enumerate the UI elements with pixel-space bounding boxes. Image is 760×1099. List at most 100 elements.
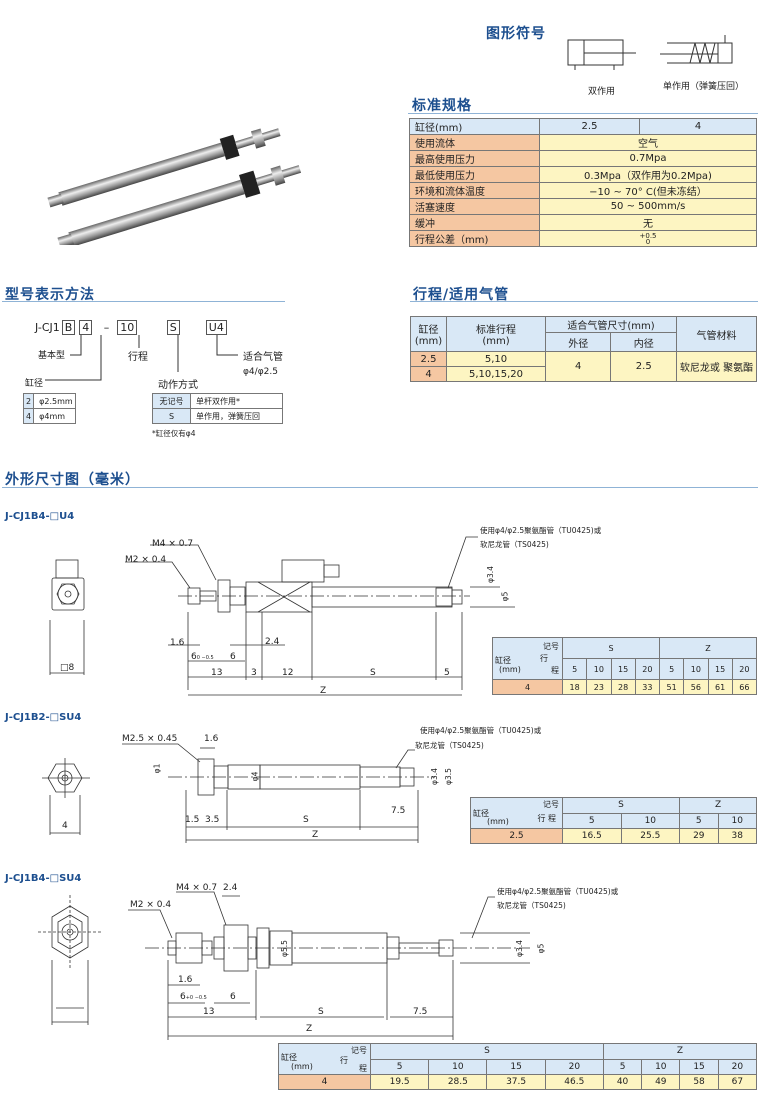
cell: 行 — [540, 653, 548, 663]
cell: 58 — [679, 1074, 719, 1090]
cell: 23 — [586, 679, 612, 695]
table-row: 使用流体空气 — [409, 134, 757, 151]
cell: 软尼龙或 聚氨酯 — [676, 351, 757, 382]
basic-type-label: 基本型 — [38, 351, 66, 361]
label: M4 × 0.7 — [152, 539, 194, 549]
label: Z — [312, 830, 319, 840]
cell: −10 ~ 70° C(但未冻结） — [539, 182, 757, 199]
label: φ1 — [152, 763, 162, 774]
drawing1-title: J-CJ1B4-□U4 — [5, 511, 75, 522]
product-photo — [35, 105, 305, 245]
double-acting-label: 双作用 — [588, 87, 616, 97]
cell: 4 — [639, 118, 757, 135]
cell: 37.5 — [486, 1074, 546, 1090]
cell: 程 — [359, 1064, 367, 1073]
cell: 10 — [117, 320, 138, 335]
cell: 2.5 — [410, 351, 447, 367]
label: M2 × 0.4 — [130, 900, 172, 910]
cell: 46.5 — [544, 1074, 604, 1090]
cell: 51 — [658, 679, 685, 695]
tube-label: 适合气管 — [243, 352, 283, 363]
label: M2 × 0.4 — [125, 555, 167, 565]
cell: 记号 — [351, 1046, 367, 1055]
cell: B — [61, 320, 76, 335]
label: φ5 — [536, 943, 546, 954]
cell: 4 — [544, 351, 612, 382]
cell: 0 — [645, 237, 651, 246]
cell: φ2.5mm — [33, 393, 76, 409]
label: 13 — [211, 668, 223, 678]
cell: 外径 — [544, 332, 612, 352]
cell: 单杆双作用* — [190, 393, 283, 409]
cell: 0.7Mpa — [539, 150, 757, 167]
label: S — [370, 668, 376, 678]
cell: 5 — [679, 812, 719, 829]
cell: (mm) — [482, 336, 510, 347]
label: 6+0 −0.5 — [180, 992, 207, 1002]
cell: 19.5 — [369, 1074, 430, 1090]
cell: 20 — [544, 1058, 604, 1075]
cell: 6 — [180, 992, 186, 1002]
cell: 程 — [551, 665, 559, 675]
cell: 无 — [539, 214, 757, 231]
action-label: 动作方式 — [158, 380, 198, 391]
cell: (mm) — [487, 817, 509, 826]
cell: 缸径 — [473, 809, 489, 818]
symbols-heading: 图形符号 — [486, 26, 546, 42]
bore-note: *缸径仅有φ4 — [152, 429, 196, 438]
label: 7.5 — [413, 1007, 428, 1017]
cell: 15 — [707, 658, 733, 680]
tube-sizes: φ4/φ2.5 — [243, 367, 278, 377]
label: M4 × 0.7 — [176, 883, 218, 893]
cell: 4 — [79, 320, 93, 335]
cell: 25.5 — [620, 828, 681, 844]
cell: 38 — [717, 828, 758, 844]
tube-note: 使用φ4/φ2.5聚氨酯管（TU0425)或 — [497, 887, 619, 896]
cell: 气管材料 — [676, 316, 757, 352]
label: □8 — [60, 663, 75, 673]
label: 6 — [230, 992, 236, 1002]
label: 1.5 — [185, 815, 200, 825]
label: 5 — [444, 668, 450, 678]
cell: 10 — [717, 812, 758, 829]
stroke-label: 行程 — [128, 352, 148, 363]
cell: +0.5 — [639, 231, 657, 240]
cell: 5 — [369, 1058, 430, 1075]
cell: (mm) — [414, 336, 443, 347]
cell: 5 — [562, 812, 622, 829]
cell: 5 — [602, 1058, 643, 1075]
cell: 适合气管尺寸(mm) — [545, 316, 677, 333]
label: Z — [320, 686, 327, 696]
cell: S — [561, 797, 681, 814]
cell: 4 — [410, 366, 447, 382]
cell: 67 — [717, 1074, 758, 1090]
cell: 最高使用压力 — [409, 150, 540, 167]
cell: 56 — [683, 679, 709, 695]
cell: S — [152, 408, 191, 424]
cell: 10 — [428, 1058, 488, 1075]
cell: 5,10,15,20 — [446, 366, 546, 382]
cell: 20 — [634, 658, 661, 680]
stroke-heading: 行程/适用气管 — [413, 287, 510, 303]
cell: 活塞速度 — [409, 198, 540, 215]
label: φ3.4 — [485, 566, 495, 583]
cell: 5,10 — [446, 351, 546, 367]
cell: 10 — [620, 812, 681, 829]
cell: 缸径(mm) — [409, 118, 540, 135]
cell: 20 — [717, 1058, 758, 1075]
label: φ3.4 — [514, 940, 524, 957]
spec-heading: 标准规格 — [412, 98, 472, 114]
label: S — [318, 1007, 324, 1017]
cell: 5 — [658, 658, 685, 680]
cell: 15 — [486, 1058, 546, 1075]
cell: (mm) — [291, 1062, 313, 1071]
label: 12 — [282, 668, 294, 678]
cell: 缸径 — [495, 655, 511, 665]
cell: 28 — [610, 679, 636, 695]
label: 60 −0.5 — [191, 652, 214, 662]
